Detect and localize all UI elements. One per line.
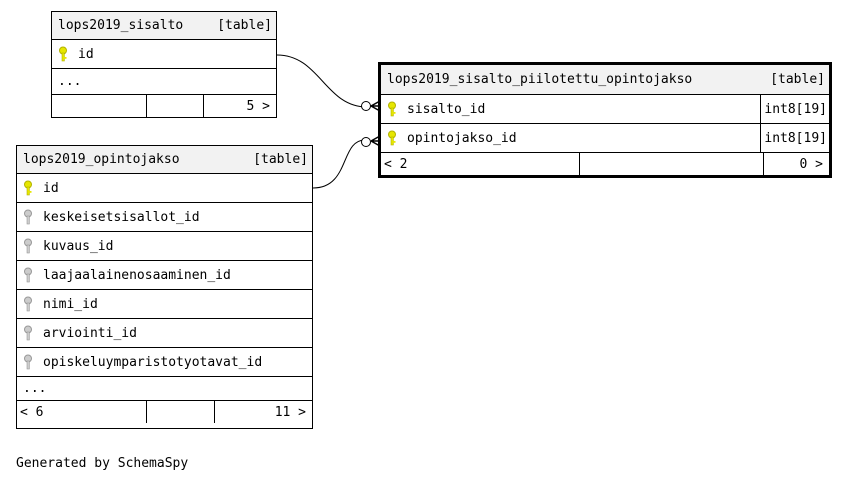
children-link[interactable]: 5 > [246, 98, 270, 114]
children-link[interactable]: 0 > [799, 156, 823, 172]
parents-link[interactable]: < 6 [17, 401, 147, 423]
table-kind: [table] [770, 72, 825, 87]
column-name: arviointi_id [43, 325, 137, 341]
footer-spacer [580, 153, 764, 175]
column-name: sisalto_id [407, 101, 486, 117]
column-name: opintojakso_id [407, 130, 517, 146]
table-header[interactable]: lops2019_sisalto_piilotettu_opintojakso … [381, 65, 829, 95]
column-row[interactable]: id [17, 174, 312, 203]
generated-by-label: Generated by SchemaSpy [16, 456, 189, 471]
primary-key-icon [23, 179, 37, 197]
foreign-key-icon [23, 353, 37, 371]
table-lops2019-opintojakso[interactable]: lops2019_opintojakso [table] id keskeise… [16, 145, 313, 429]
table-name[interactable]: lops2019_sisalto [58, 18, 184, 33]
column-row[interactable]: kuvaus_id [17, 232, 312, 261]
foreign-key-icon [23, 208, 37, 226]
table-kind: [table] [253, 152, 308, 167]
column-name: laajaalainenosaaminen_id [43, 267, 231, 283]
primary-key-icon [58, 45, 72, 63]
column-name: id [43, 180, 59, 196]
table-kind: [table] [217, 18, 272, 33]
table-footer: 5 > [52, 95, 276, 117]
column-row[interactable]: opiskeluymparistotyotavat_id [17, 348, 312, 377]
column-row[interactable]: id [52, 40, 276, 69]
column-name: keskeisetsisallot_id [43, 209, 200, 225]
column-name: nimi_id [43, 296, 98, 312]
table-lops2019-sisalto[interactable]: lops2019_sisalto [table] id ... 5 > [51, 11, 277, 118]
column-type: int8[19] [760, 95, 829, 123]
table-footer: < 6 11 > [17, 401, 312, 423]
column-name: kuvaus_id [43, 238, 114, 254]
table-name[interactable]: lops2019_sisalto_piilotettu_opintojakso [387, 72, 693, 87]
column-row[interactable]: keskeisetsisallot_id [17, 203, 312, 232]
column-name: id [78, 46, 94, 62]
column-row[interactable]: arviointi_id [17, 319, 312, 348]
more-columns-ellipsis[interactable]: ... [17, 377, 312, 401]
primary-key-icon [387, 100, 401, 118]
foreign-key-icon [23, 237, 37, 255]
edge-opintojakso-to-piilotettu [312, 139, 366, 189]
edge-opintojakso-optional-marker [361, 137, 371, 147]
column-row[interactable]: opintojakso_id int8[19] [381, 124, 829, 153]
table-header[interactable]: lops2019_sisalto [table] [52, 12, 276, 40]
table-footer: < 2 0 > [381, 153, 829, 175]
parents-link[interactable] [52, 95, 147, 117]
column-row[interactable]: laajaalainenosaaminen_id [17, 261, 312, 290]
table-lops2019-sisalto-piilotettu-opintojakso[interactable]: lops2019_sisalto_piilotettu_opintojakso … [378, 62, 832, 178]
table-header[interactable]: lops2019_opintojakso [table] [17, 146, 312, 174]
parents-link[interactable]: < 2 [381, 153, 580, 175]
edge-sisalto-to-piilotettu [276, 54, 368, 108]
foreign-key-icon [23, 266, 37, 284]
footer-spacer [147, 95, 204, 117]
more-columns-ellipsis[interactable]: ... [52, 69, 276, 95]
table-name[interactable]: lops2019_opintojakso [23, 152, 180, 167]
edge-sisalto-optional-marker [361, 101, 371, 111]
foreign-key-icon [23, 295, 37, 313]
column-row[interactable]: nimi_id [17, 290, 312, 319]
footer-spacer [147, 401, 215, 423]
children-link[interactable]: 11 > [274, 404, 306, 420]
column-type: int8[19] [760, 124, 829, 152]
column-row[interactable]: sisalto_id int8[19] [381, 95, 829, 124]
foreign-key-icon [23, 324, 37, 342]
column-name: opiskeluymparistotyotavat_id [43, 354, 263, 370]
primary-key-icon [387, 129, 401, 147]
